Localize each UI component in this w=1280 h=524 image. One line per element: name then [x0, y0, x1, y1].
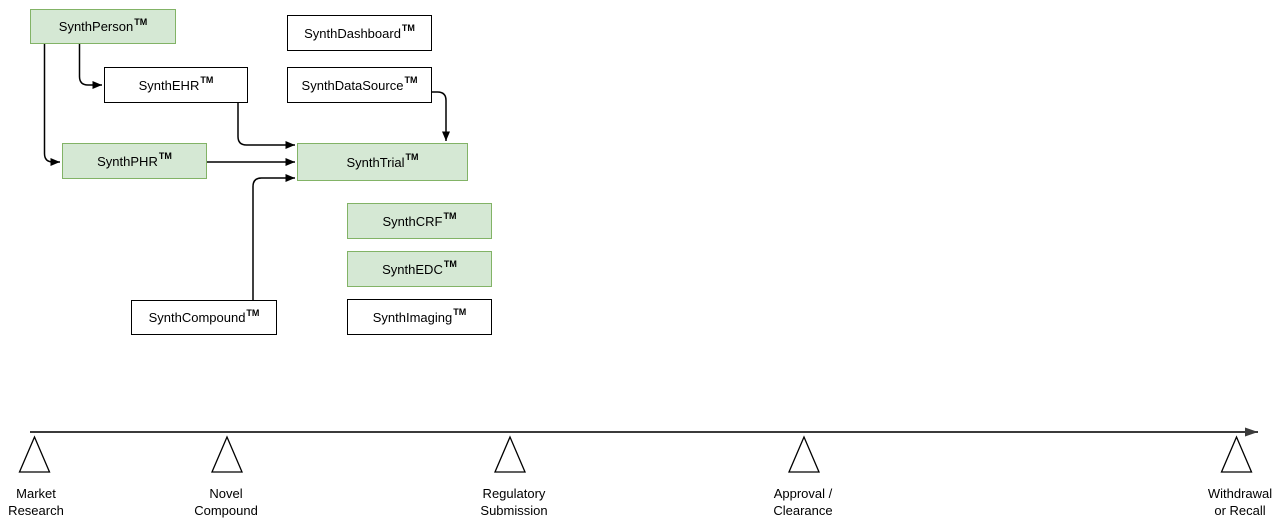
- milestone-label-line: Approval /: [773, 486, 833, 501]
- milestone-marker-withdrawal-recall: [1220, 435, 1253, 473]
- milestone-label-line: Submission: [480, 503, 548, 518]
- box-synthcompound-label: SynthCompoundTM: [148, 307, 260, 325]
- box-synthperson-label: SynthPersonTM: [58, 16, 148, 34]
- box-synthedc: SynthEDCTM: [347, 251, 492, 287]
- milestone-label-novel-compound: Novel Compound: [194, 485, 258, 519]
- box-synthehr: SynthEHRTM: [104, 67, 248, 103]
- milestone-label-line: or Recall: [1214, 503, 1266, 518]
- trademark-superscript: TM: [401, 23, 415, 34]
- box-synthcompound: SynthCompoundTM: [131, 300, 277, 335]
- milestone-label-line: Regulatory: [482, 486, 546, 501]
- trademark-superscript: TM: [443, 211, 457, 222]
- box-synthimaging-label: SynthImagingTM: [372, 307, 467, 325]
- milestone-label-line: Research: [8, 503, 64, 518]
- box-synthtrial: SynthTrialTM: [297, 143, 468, 181]
- box-synthdashboard-label: SynthDashboardTM: [304, 23, 415, 41]
- milestone-label-market-research: Market Research: [8, 485, 64, 519]
- box-synthedc-label: SynthEDCTM: [382, 259, 457, 277]
- box-synthimaging: SynthImagingTM: [347, 299, 492, 335]
- box-synthphr: SynthPHRTM: [62, 143, 207, 179]
- milestone-label-line: Market: [16, 486, 56, 501]
- trademark-superscript: TM: [158, 151, 172, 162]
- arrow-synthperson-to-synthehr: [78, 44, 102, 89]
- milestone-label-withdrawal-recall: Withdrawal or Recall: [1208, 485, 1272, 519]
- milestone-label-line: Novel: [209, 486, 243, 501]
- trademark-superscript: TM: [200, 75, 214, 86]
- milestone-label-line: Withdrawal: [1207, 486, 1273, 501]
- arrow-synthperson-to-synthphr: [43, 44, 60, 166]
- trademark-superscript: TM: [134, 16, 148, 27]
- milestone-marker-approval-clearance: [788, 435, 820, 473]
- box-synthcrf: SynthCRFTM: [347, 203, 492, 239]
- box-synthphr-label: SynthPHRTM: [97, 151, 172, 169]
- milestone-marker-novel-compound: [211, 435, 243, 473]
- box-synthperson: SynthPersonTM: [30, 9, 176, 44]
- box-synthdashboard: SynthDashboardTM: [287, 15, 432, 51]
- trademark-superscript: TM: [443, 259, 457, 270]
- box-synthcrf-label: SynthCRFTM: [382, 211, 457, 229]
- arrow-synthdatasource-to-synthtrial: [432, 91, 450, 141]
- milestone-marker-market-research: [18, 435, 51, 473]
- milestone-marker-regulatory-submission: [494, 435, 526, 473]
- milestone-label-regulatory-submission: Regulatory Submission: [480, 485, 547, 519]
- milestone-label-line: Clearance: [773, 503, 833, 518]
- trademark-superscript: TM: [404, 75, 418, 86]
- box-synthdatasource: SynthDataSourceTM: [287, 67, 432, 103]
- arrow-synthehr-to-synthtrial: [237, 103, 295, 149]
- box-synthtrial-label: SynthTrialTM: [346, 152, 419, 170]
- trademark-superscript: TM: [405, 152, 419, 163]
- milestone-label-approval-clearance: Approval / Clearance: [773, 485, 832, 519]
- box-synthehr-label: SynthEHRTM: [138, 75, 214, 93]
- arrow-synthcompound-to-synthtrial: [252, 174, 295, 300]
- box-synthdatasource-label: SynthDataSourceTM: [301, 75, 418, 93]
- milestone-label-line: Compound: [194, 503, 258, 518]
- trademark-superscript: TM: [246, 307, 260, 318]
- trademark-superscript: TM: [453, 307, 467, 318]
